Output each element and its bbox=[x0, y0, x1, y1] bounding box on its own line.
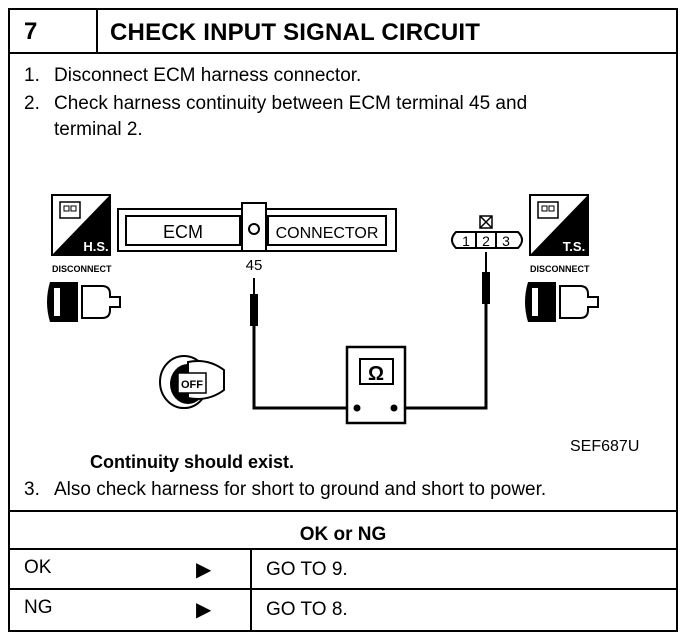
ts-badge: T.S. bbox=[529, 194, 589, 256]
pin-2: 2 bbox=[482, 233, 490, 249]
procedure-frame: 7 CHECK INPUT SIGNAL CIRCUIT 1.Disconnec… bbox=[8, 8, 678, 632]
step-number: 7 bbox=[24, 18, 38, 45]
pin-1: 1 bbox=[462, 233, 470, 249]
continuity-result: Continuity should exist. bbox=[90, 452, 295, 472]
connector-label: CONNECTOR bbox=[276, 225, 379, 242]
result-ok-label: OK bbox=[24, 557, 52, 578]
instruction-1: 1.Disconnect ECM harness connector. bbox=[24, 65, 362, 86]
table-column-divider bbox=[250, 548, 252, 630]
ohmmeter: Ω bbox=[345, 345, 407, 425]
step-title: CHECK INPUT SIGNAL CIRCUIT bbox=[110, 19, 481, 46]
hs-badge-label: H.S. bbox=[83, 239, 108, 254]
instruction-3: 3.Also check harness for short to ground… bbox=[24, 479, 547, 500]
probe-wires bbox=[250, 252, 490, 410]
result-ng-action: GO TO 8. bbox=[266, 599, 348, 620]
pin-3: 3 bbox=[502, 233, 510, 249]
disconnect-label-left: DISCONNECT bbox=[52, 264, 112, 274]
ecm-label: ECM bbox=[163, 222, 203, 242]
results-rule bbox=[10, 510, 676, 512]
disconnect-label-right: DISCONNECT bbox=[530, 264, 590, 274]
header-rule bbox=[10, 52, 676, 54]
table-top-rule bbox=[10, 548, 676, 550]
ts-badge-label: T.S. bbox=[563, 239, 585, 254]
connector-icon-left bbox=[47, 282, 121, 322]
harness-connector: 1 2 3 bbox=[451, 215, 523, 249]
ecm-connector: ECM CONNECTOR bbox=[117, 202, 397, 252]
ignition-off-label: OFF bbox=[181, 379, 203, 391]
instruction-2-cont: terminal 2. bbox=[54, 119, 143, 140]
result-ng-label: NG bbox=[24, 597, 53, 618]
ignition-key-icon: OFF bbox=[159, 355, 225, 409]
instruction-2: 2.Check harness continuity between ECM t… bbox=[24, 93, 528, 114]
terminal-45-label: 45 bbox=[246, 257, 263, 274]
header-divider bbox=[96, 10, 98, 52]
table-row-rule bbox=[10, 588, 676, 590]
wiring-diagram: H.S. DISCONNECT ECM CONNECTOR 45 bbox=[47, 194, 599, 425]
ohm-symbol: Ω bbox=[368, 363, 384, 385]
figure-code: SEF687U bbox=[570, 438, 640, 455]
hs-badge: H.S. bbox=[51, 194, 111, 256]
result-ok-action: GO TO 9. bbox=[266, 559, 348, 580]
arrow-right-icon: ▶ bbox=[196, 599, 212, 621]
arrow-right-icon: ▶ bbox=[196, 559, 212, 581]
connector-icon-right bbox=[525, 282, 599, 322]
ok-ng-header: OK or NG bbox=[299, 524, 387, 545]
